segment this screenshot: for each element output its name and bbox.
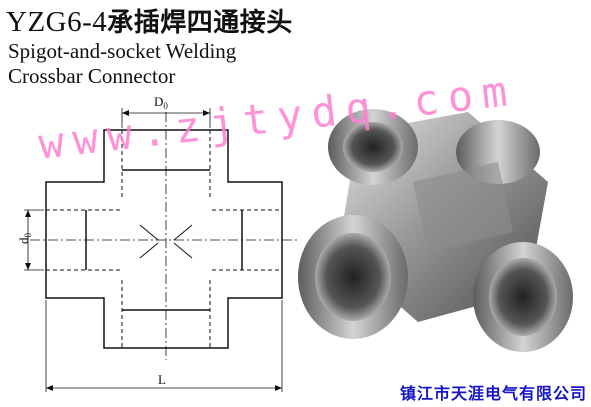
- dim-d0-lower: d0: [16, 233, 33, 245]
- product-name-en-line1: Spigot-and-socket Welding: [8, 39, 237, 63]
- company-name: 镇江市天涯电气有限公司: [399, 384, 587, 403]
- technical-drawing: D0 d0 L: [16, 94, 300, 392]
- cross-outline: [45, 129, 283, 349]
- model-number: YZG6-4: [6, 6, 108, 38]
- product-name-cn: 承插焊四通接头: [107, 8, 293, 38]
- fitting-photo: [298, 109, 573, 352]
- page-title: YZG6-4承插焊四通接头: [6, 2, 293, 39]
- dim-d0-upper: D0: [154, 94, 168, 111]
- product-name-en-line2: Crossbar Connector: [8, 64, 176, 88]
- dim-length: L: [158, 372, 166, 387]
